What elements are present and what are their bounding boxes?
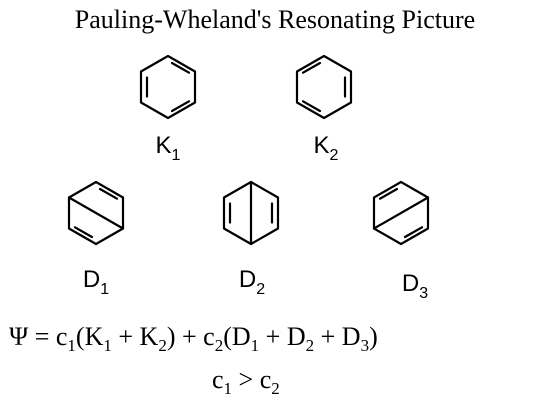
double-bond [170, 61, 191, 74]
hexagon-ring [295, 54, 353, 120]
kekule-structure-k1 [139, 54, 197, 120]
dewar-structure-d1 [67, 180, 125, 246]
dewar-structure-d2 [222, 180, 280, 246]
double-bond [301, 61, 322, 74]
double-bond [98, 187, 119, 200]
double-bond [73, 226, 94, 239]
double-bond [378, 187, 399, 200]
structure-label-k2: K2 [313, 132, 339, 164]
kekule-structure-k2 [295, 54, 353, 120]
structure-label-d3: D3 [401, 270, 429, 302]
structure-label-d2: D2 [238, 266, 266, 298]
dewar-structure-d3 [372, 180, 430, 246]
double-bond [403, 226, 424, 239]
double-bond [170, 100, 191, 113]
hexagon-ring [139, 54, 197, 120]
structure-label-d1: D1 [82, 266, 110, 298]
wavefunction-equation: Ψ = c1(K1 + K2) + c2(D1 + D2 + D3) [9, 322, 378, 355]
double-bond [301, 100, 322, 113]
structure-label-k1: K1 [155, 132, 181, 164]
diagram-title: Pauling-Wheland's Resonating Picture [74, 5, 476, 34]
para-bond [67, 196, 125, 230]
coefficient-inequality: c1 > c2 [212, 365, 280, 398]
para-bond [372, 196, 430, 230]
